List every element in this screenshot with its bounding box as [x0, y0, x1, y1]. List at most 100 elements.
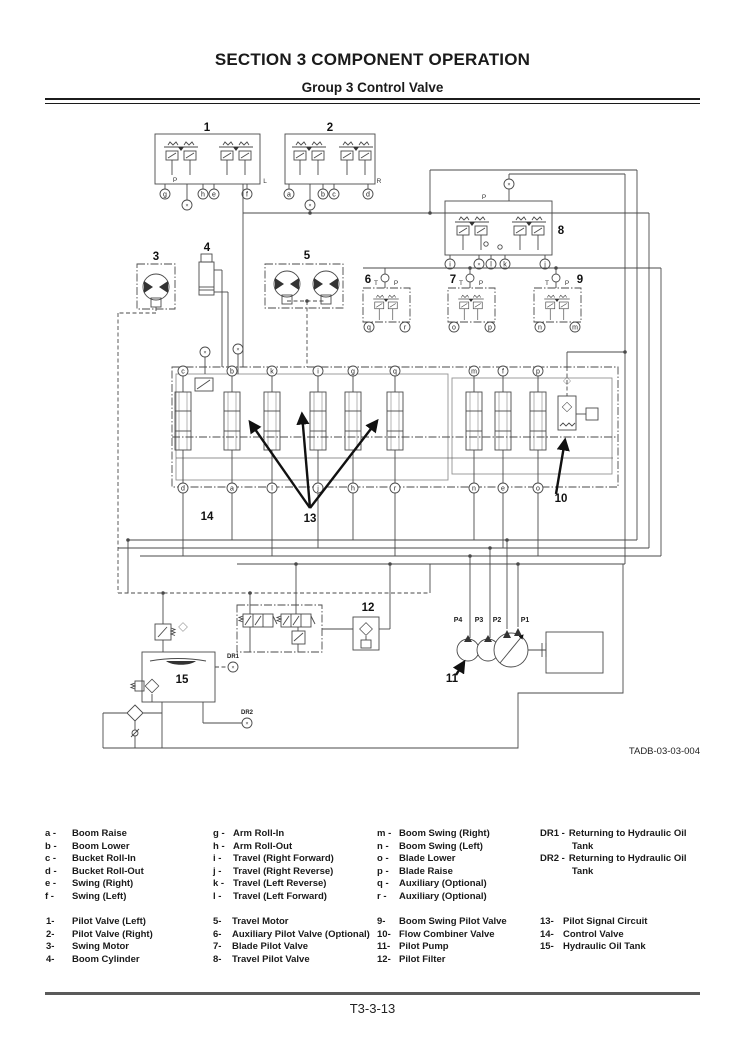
port-letter: k — [503, 262, 507, 269]
callout-4: 4 — [204, 242, 211, 254]
port-letter: o — [536, 486, 540, 493]
valve-section-auxiliary: q r — [386, 365, 404, 556]
pilot-valve-right-symbol: 2 R a b c d × — [283, 122, 382, 213]
legend-item-n: n -Boom Swing (Left) — [377, 840, 483, 852]
port-letter: o — [452, 325, 456, 332]
port-letter: n — [538, 325, 542, 332]
callout-10: 10 — [555, 493, 568, 505]
port-label-p: P — [482, 194, 486, 201]
gauge-port-marker: × — [203, 350, 206, 356]
callout-9: 9 — [577, 274, 583, 286]
control-valve-symbol: 14 × × c d b a k l — [171, 343, 627, 556]
callout-15: 15 — [176, 674, 189, 686]
boom-cylinder-symbol: 4 — [198, 242, 229, 367]
legend-item-k: k -Travel (Left Reverse) — [213, 878, 327, 890]
port-letter: l — [490, 262, 492, 269]
callout-7: 7 — [450, 274, 456, 286]
blade-pilot-valve-symbol: 7 T P o p — [447, 268, 496, 333]
header-rule — [45, 98, 700, 104]
drain-port-marker: × — [245, 721, 248, 727]
port-letter: l — [271, 486, 273, 493]
valve-section-bucket: c d — [174, 365, 192, 556]
legend-item-6: 6-Auxiliary Pilot Valve (Optional) — [213, 928, 370, 940]
pilot-valve-left-symbol: 1 P L g h e f × — [154, 122, 267, 211]
port-letter: i — [317, 369, 319, 376]
port-letter: f — [502, 369, 504, 376]
gauge-port-marker: × — [507, 182, 510, 188]
legend-item-a: a -Boom Raise — [45, 828, 127, 839]
legend-item-o: o -Blade Lower — [377, 853, 456, 865]
circuit-bus-lines — [118, 170, 662, 594]
pilot-filter-symbol: 12 — [322, 564, 391, 651]
legend-item-g: g -Arm Roll-In — [213, 828, 285, 839]
pilot-pump-circle — [456, 638, 480, 662]
callout-14: 14 — [201, 511, 214, 523]
port-letter: e — [212, 192, 216, 199]
pump-assembly-symbol: P4 P3 P2 P1 11 — [446, 540, 604, 685]
legend-item-j: j -Travel (Right Reverse) — [213, 865, 334, 877]
drain-label-dr1: DR1 — [227, 654, 240, 660]
callout-1: 1 — [204, 122, 211, 134]
legend-item-15: 15-Hydraulic Oil Tank — [540, 941, 646, 953]
legend-item-r: r -Auxiliary (Optional) — [377, 890, 487, 902]
valve-section-blade: p o — [529, 365, 547, 556]
port-letter: e — [501, 486, 505, 493]
legend-numbers-col1: 1-Pilot Valve (Left) 2-Pilot Valve (Righ… — [46, 916, 153, 966]
gauge-port-marker: × — [308, 203, 311, 209]
port-label-t: T — [545, 280, 549, 287]
legend-item-5: 5-Travel Motor — [213, 916, 289, 927]
legend-item-3: 3-Swing Motor — [46, 941, 129, 953]
gauge-port-marker: × — [477, 262, 480, 268]
port-label-t: T — [374, 280, 378, 287]
legend-item-m: m -Boom Swing (Right) — [377, 828, 490, 839]
port-label-p2: P2 — [493, 617, 502, 624]
port-letter: m — [572, 325, 578, 332]
hydraulic-oil-tank-symbol: 15 × DR1 × DR2 — [129, 591, 254, 729]
port-label-p3: P3 — [475, 617, 484, 624]
port-letter: a — [230, 486, 234, 493]
port-letter: r — [394, 486, 397, 493]
legend-item-7: 7-Blade Pilot Valve — [213, 941, 309, 953]
port-letter: c — [181, 369, 185, 376]
port-letter: p — [536, 369, 540, 376]
legend-numbers-col3: 9-Boom Swing Pilot Valve 10-Flow Combine… — [377, 916, 507, 966]
callout-13: 13 — [304, 513, 317, 525]
valve-section-boom: b a — [223, 365, 241, 540]
swing-motor-symbol: 3 — [117, 251, 176, 593]
gauge-port-marker: × — [236, 347, 239, 353]
port-label-p: P — [479, 280, 483, 287]
legend-item-4: 4-Boom Cylinder — [46, 953, 140, 965]
port-letter: j — [316, 486, 319, 493]
valve-section-arm: g h — [344, 365, 362, 540]
port-label-t: T — [459, 280, 463, 287]
port-letter: i — [449, 262, 451, 269]
footer-rule — [45, 992, 700, 995]
legend-item-8: 8-Travel Pilot Valve — [213, 953, 310, 965]
solenoid-valve-block-symbol — [236, 564, 323, 653]
port-letter: q — [367, 325, 371, 332]
port-letter: h — [351, 486, 355, 493]
legend-numbers-col4: 13-Pilot Signal Circuit 14-Control Valve… — [540, 916, 647, 954]
group-title: Group 3 Control Valve — [301, 80, 444, 95]
port-letter: p — [488, 325, 492, 332]
legend-item-c: c -Bucket Roll-In — [45, 853, 136, 865]
port-letter: f — [246, 192, 248, 199]
callout-2: 2 — [327, 122, 333, 134]
port-label-p: P — [394, 280, 398, 287]
figure-code: TADB-03-03-004 — [628, 746, 700, 757]
legend-item-h: h -Arm Roll-Out — [213, 840, 293, 852]
pilot-supply-lines — [242, 169, 649, 215]
pilot-valve-right-box — [284, 133, 376, 185]
port-letter: d — [366, 192, 370, 199]
port-letter: c — [332, 192, 336, 199]
legend-item-p: p -Blade Raise — [377, 865, 453, 877]
port-letter: h — [201, 192, 205, 199]
tank-box — [141, 651, 216, 703]
travel-pilot-valve-symbol: 8 × P i × l k j — [444, 178, 565, 270]
legend-item-9: 9-Boom Swing Pilot Valve — [377, 916, 507, 927]
pilot-valve-left-box — [154, 133, 261, 185]
legend-letters-col1: a -Boom Raise b -Boom Lower c -Bucket Ro… — [45, 828, 144, 904]
